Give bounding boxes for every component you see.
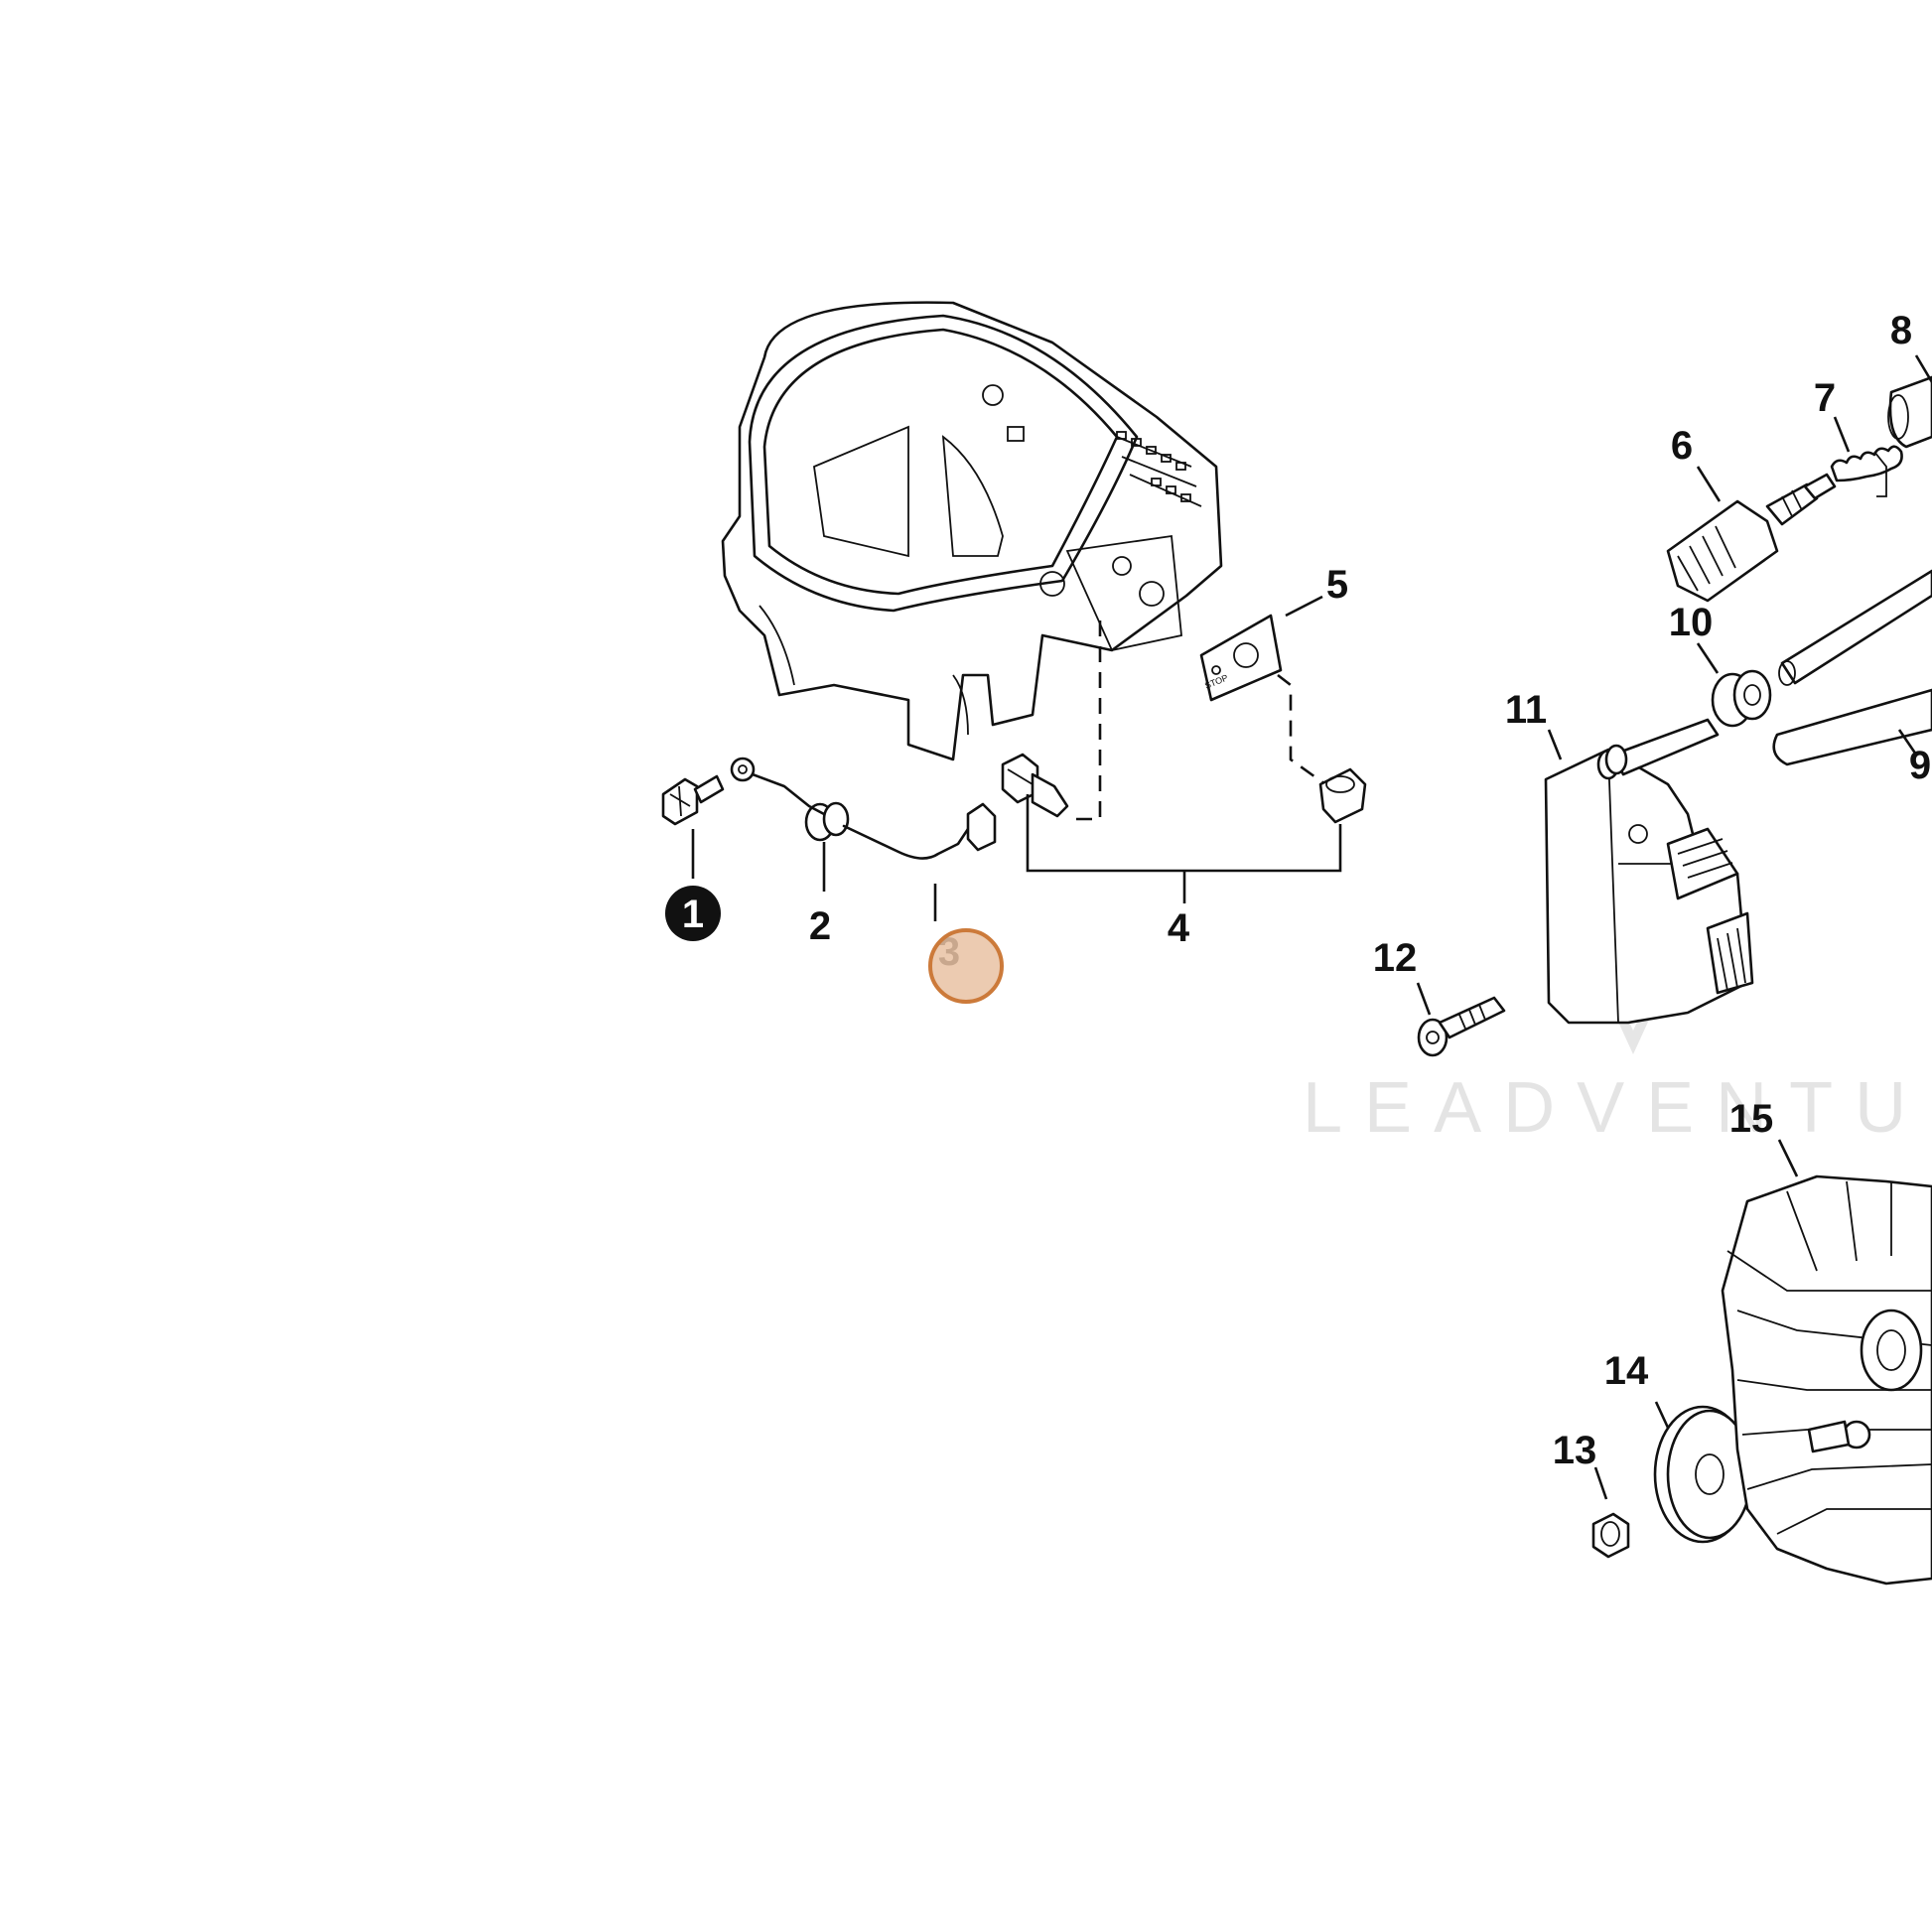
callout-13[interactable]: 13: [1553, 1429, 1597, 1472]
callout-6[interactable]: 6: [1671, 424, 1693, 468]
leader-lines: [691, 354, 1932, 1500]
nut-part: [1318, 767, 1367, 824]
screw-part: [661, 774, 725, 826]
callout-12-label: 12: [1373, 936, 1418, 980]
spring-part: [1830, 445, 1903, 497]
callout-5[interactable]: 5: [1326, 563, 1348, 607]
callout-10[interactable]: 10: [1669, 601, 1714, 644]
callout-2[interactable]: 2: [809, 904, 831, 948]
callout-9-label: 9: [1909, 744, 1931, 787]
spark-plug-part: [1666, 473, 1837, 603]
callout-1[interactable]: 1: [665, 886, 721, 941]
grommet-small-part: [1711, 669, 1772, 728]
stop-plate: STOP: [1199, 614, 1283, 702]
callout-10-label: 10: [1669, 601, 1714, 644]
watermark-text: LEADVENTUR: [1303, 1068, 1932, 1148]
cable-part: [730, 757, 997, 860]
callout-7[interactable]: 7: [1814, 376, 1836, 420]
bolt-part: [1417, 996, 1506, 1057]
callout-1-badge: [665, 886, 721, 941]
housing-part: [721, 301, 1326, 821]
callout-14-label: 14: [1604, 1349, 1649, 1393]
callout-7-label: 7: [1814, 376, 1836, 420]
washer-part: [1653, 1405, 1753, 1544]
callout-4[interactable]: 4: [1168, 906, 1190, 950]
callout-14[interactable]: 14: [1604, 1349, 1649, 1393]
housing-vent-marks: [1116, 431, 1191, 502]
callout-15[interactable]: 15: [1729, 1097, 1774, 1141]
callout-12[interactable]: 12: [1373, 936, 1418, 980]
tube-part: [1772, 569, 1932, 766]
callout-1-label: 1: [682, 893, 704, 936]
cap-part: [1887, 375, 1932, 449]
callout-11[interactable]: 11: [1505, 688, 1547, 732]
callout-15-label: 15: [1729, 1097, 1774, 1141]
ignition-module-part: [1544, 718, 1754, 1025]
callout-5-label: 5: [1326, 563, 1348, 607]
callout-4-label: 4: [1168, 906, 1190, 950]
callout-8[interactable]: 8: [1890, 309, 1912, 352]
callout-9[interactable]: 9: [1909, 744, 1931, 787]
callout-13-label: 13: [1553, 1429, 1597, 1472]
callout-3[interactable]: 3: [928, 928, 1004, 1004]
switch-part: [1001, 753, 1069, 818]
callout-11-label: 11: [1505, 688, 1547, 732]
flange-nut-part: [1591, 1512, 1630, 1559]
callout-2-label: 2: [809, 904, 831, 948]
callout-6-label: 6: [1671, 424, 1693, 468]
callout-3-highlight: [928, 928, 1004, 1004]
callout-8-label: 8: [1890, 309, 1912, 352]
flywheel-part: [1721, 1174, 1932, 1586]
grommet-part: [804, 801, 850, 842]
